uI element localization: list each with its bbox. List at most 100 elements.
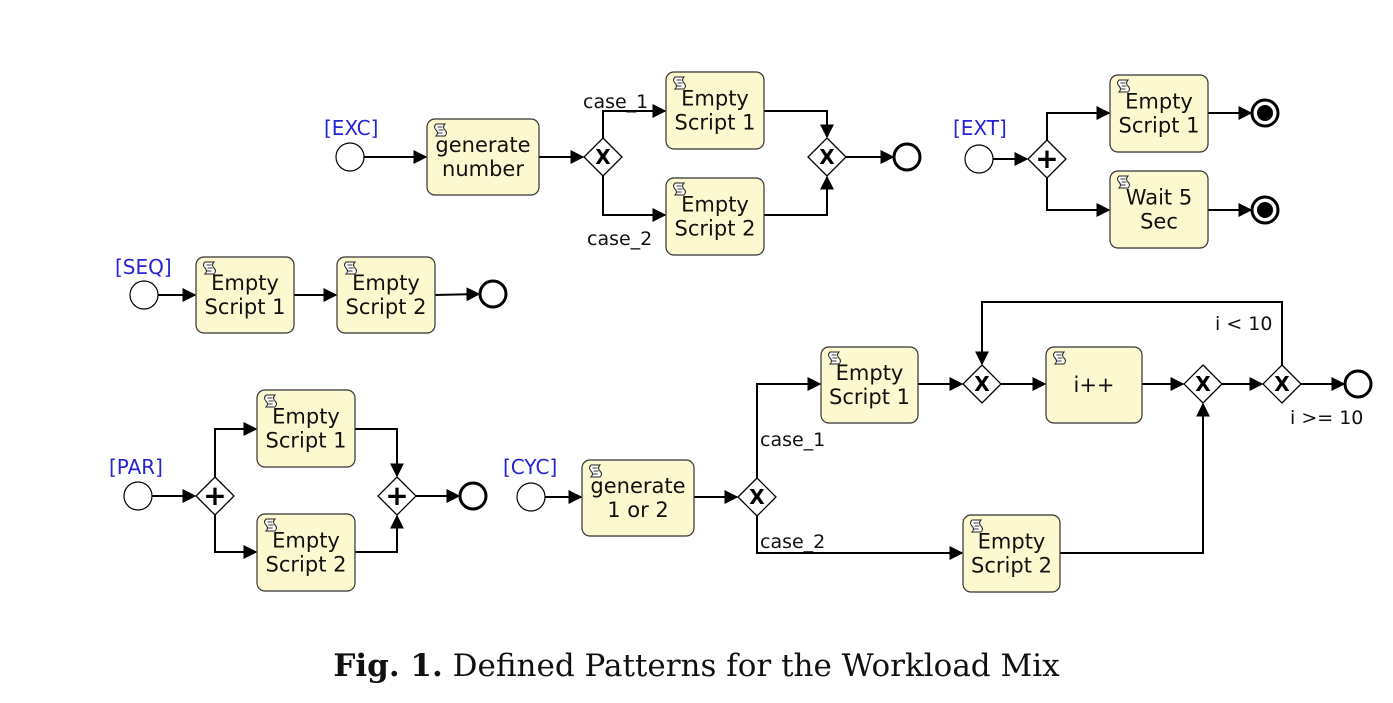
cyc-split-gateway: X <box>737 477 777 517</box>
exc-split-gateway: X <box>583 137 623 177</box>
cyc-merge-gateway-diamond <box>1183 364 1223 404</box>
seq-task-empty-script-2-box <box>336 256 436 334</box>
ext-start-event <box>964 144 994 174</box>
par-split-gateway-diamond <box>195 476 235 516</box>
ext-task-empty-script-1-text-line: Empty <box>1125 90 1193 114</box>
cyc-label-case-1: case_1 <box>760 429 825 451</box>
cyc-task-generate-1-or-2-text-line: 1 or 2 <box>607 498 669 522</box>
tag-cyc: [CYC] <box>503 455 557 479</box>
tag-ext: [EXT] <box>953 116 1007 140</box>
cyc-task-empty-script-2-text-line: Script 2 <box>971 554 1052 578</box>
cyc-task-increment: i++ <box>1045 346 1143 424</box>
tag-seq: [SEQ] <box>115 255 172 279</box>
cyc-flow-s2-merge <box>1060 402 1210 554</box>
cyc-label-loop: i < 10 <box>1215 313 1272 335</box>
cyc-task-empty-script-2-box <box>962 514 1061 593</box>
exc-flow-split-s2 <box>602 176 667 222</box>
ext-split-gateway-symbol: + <box>1035 142 1058 175</box>
exc-end-event <box>892 142 922 172</box>
exc-split-gateway-diamond <box>583 137 623 177</box>
seq-task-empty-script-1-box <box>195 256 295 334</box>
ext-split-gateway: + <box>1027 139 1067 179</box>
ext-end-event-1 <box>1250 98 1280 128</box>
cyc-loop-check-gateway: X <box>1262 364 1302 404</box>
cyc-end-event <box>1343 369 1373 399</box>
exc-flow-split-s1 <box>602 104 667 138</box>
par-start-event <box>123 481 153 511</box>
par-flow-split-s1 <box>214 422 258 477</box>
cyc-flow-split-s1 <box>756 377 822 478</box>
end-event-dot <box>1257 202 1273 218</box>
tag-exc: [EXC] <box>324 116 378 140</box>
figure-caption: Fig. 1. Defined Patterns for the Workloa… <box>0 648 1393 684</box>
par-task-empty-script-2-box <box>256 513 356 592</box>
cyc-flow-split-s2 <box>756 516 964 560</box>
exc-task-generate-number-text-line: generate <box>435 133 530 157</box>
exc-start-event <box>335 142 365 172</box>
end-event-dot <box>1257 105 1273 121</box>
ext-task-wait-5-sec-box <box>1109 170 1209 249</box>
seq-task-empty-script-1-text-line: Script 1 <box>205 295 286 319</box>
cyc-label-exit: i >= 10 <box>1290 407 1363 429</box>
tag-par: [PAR] <box>109 455 163 479</box>
par-flow-s1-join <box>355 428 404 478</box>
exc-task-empty-script-1-text-line: Empty <box>681 87 749 111</box>
ext-end-event-2 <box>1250 195 1280 225</box>
ext-split-gateway-diamond <box>1027 139 1067 179</box>
seq-task-empty-script-2-text-line: Script 2 <box>346 295 427 319</box>
ext-task-empty-script-1-box <box>1109 74 1209 153</box>
cyc-loop-join-gateway-symbol: X <box>974 372 990 396</box>
exc-task-generate-number-box <box>426 118 540 196</box>
par-join-gateway: + <box>377 476 417 516</box>
par-join-gateway-symbol: + <box>385 479 408 512</box>
par-task-empty-script-1-text-line: Script 1 <box>266 429 347 453</box>
par-task-empty-script-1-text-line: Empty <box>272 405 340 429</box>
exc-task-empty-script-2-text-line: Script 2 <box>675 217 756 241</box>
par-end-event <box>458 481 488 511</box>
cyc-task-empty-script-1-text-line: Script 1 <box>829 385 910 409</box>
caption-text: Defined Patterns for the Workload Mix <box>452 648 1060 684</box>
par-flow-s2-join <box>355 514 404 553</box>
cyc-merge-gateway-symbol: X <box>1195 372 1211 396</box>
ext-task-wait-5-sec-text-line: Sec <box>1140 210 1178 234</box>
exc-join-gateway-symbol: X <box>819 145 835 169</box>
cyc-loop-check-gateway-diamond <box>1262 364 1302 404</box>
par-split-gateway: + <box>195 476 235 516</box>
exc-flow-s2-join <box>764 175 834 216</box>
cyc-task-empty-script-1-box <box>820 346 919 424</box>
cyc-task-increment-box <box>1045 346 1143 424</box>
seq-task-empty-script-2-text-line: Empty <box>352 271 420 295</box>
cyc-start-event <box>516 482 546 512</box>
cyc-task-generate-1-or-2-box <box>581 459 695 537</box>
exc-join-gateway-diamond <box>807 137 847 177</box>
cyc-loop-join-gateway-diamond <box>962 364 1002 404</box>
exc-label-case-2: case_2 <box>587 228 652 250</box>
exc-join-gateway: X <box>807 137 847 177</box>
cyc-merge-gateway: X <box>1183 364 1223 404</box>
ext-task-empty-script-1-text-line: Script 1 <box>1119 114 1200 138</box>
exc-task-empty-script-2-text-line: Empty <box>681 193 749 217</box>
cyc-split-gateway-symbol: X <box>749 485 765 509</box>
caption-label: Fig. 1. <box>333 648 443 684</box>
sequence-flows <box>152 104 1346 560</box>
seq-flow-s2-end <box>434 287 481 302</box>
cyc-task-generate-1-or-2-text-line: generate <box>590 474 685 498</box>
exc-task-empty-script-1-box <box>665 71 765 150</box>
par-task-empty-script-1-box <box>256 389 356 468</box>
cyc-flow-loop-back <box>975 301 1283 366</box>
seq-start-event <box>129 280 159 310</box>
ext-task-wait-5-sec-text-line: Wait 5 <box>1126 186 1192 210</box>
cyc-task-empty-script-1-text-line: Empty <box>836 361 904 385</box>
